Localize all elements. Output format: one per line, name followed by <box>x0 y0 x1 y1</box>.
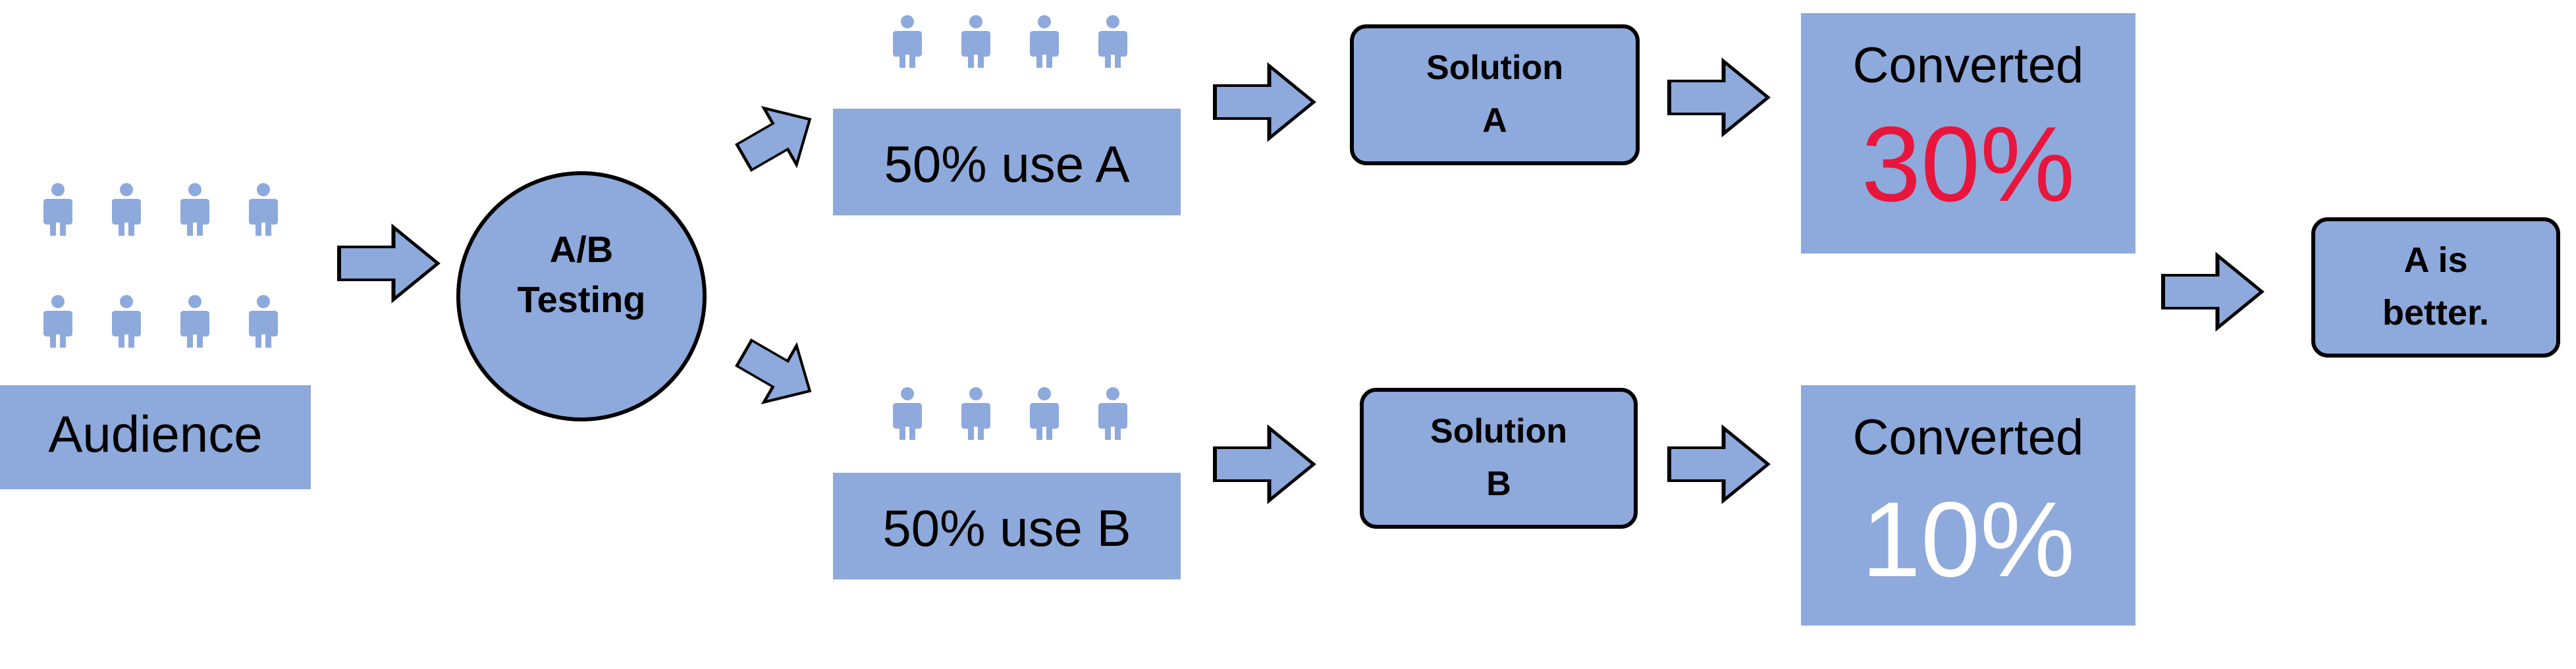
audience-box <box>0 385 311 489</box>
ab-testing-circle <box>456 171 707 421</box>
solution-a-line1: Solution <box>1426 49 1563 87</box>
arrow-down-right-icon <box>728 325 826 419</box>
arrow-right-icon <box>1215 66 1314 138</box>
result-b-value: 10% <box>1862 480 2075 599</box>
person-icon <box>893 15 922 68</box>
testing-line2: Testing <box>518 279 646 320</box>
person-icon <box>1098 387 1127 440</box>
solution-b-line1: Solution <box>1430 412 1567 450</box>
person-icon <box>43 295 72 348</box>
person-icon <box>249 295 278 348</box>
conclusion-line2: better. <box>2382 293 2489 333</box>
audience-people <box>43 183 278 348</box>
conclusion-box <box>2311 217 2560 358</box>
arrow-right-icon <box>1669 428 1768 500</box>
person-icon <box>893 387 922 440</box>
group-b-box <box>833 473 1181 579</box>
solution-b-line2: B <box>1486 465 1511 503</box>
group-a-people <box>893 15 1127 68</box>
person-icon <box>249 183 278 236</box>
person-icon <box>1098 15 1127 68</box>
conclusion-line1: A is <box>2403 240 2467 280</box>
arrow-up-right-icon <box>728 91 826 185</box>
solution-a-box <box>1350 24 1640 165</box>
solution-a-line2: A <box>1482 101 1507 140</box>
arrow-right-icon <box>2163 255 2262 328</box>
testing-line1: A/B <box>550 228 613 270</box>
person-icon <box>961 387 990 440</box>
person-icon <box>1030 387 1059 440</box>
arrow-right-icon <box>1215 428 1314 500</box>
result-b-box <box>1801 385 2135 626</box>
group-a-box <box>833 109 1181 215</box>
person-icon <box>112 183 141 236</box>
person-icon <box>43 183 72 236</box>
person-icon <box>180 295 209 348</box>
audience-label: Audience <box>48 405 262 463</box>
person-icon <box>961 15 990 68</box>
person-icon <box>1030 15 1059 68</box>
result-a-box <box>1801 13 2135 254</box>
group-b-people <box>893 387 1127 440</box>
result-b-label: Converted <box>1853 410 2084 466</box>
group-a-label: 50% use A <box>884 135 1130 193</box>
result-a-label: Converted <box>1853 38 2084 94</box>
arrow-right-icon <box>1669 61 1768 134</box>
person-icon <box>180 183 209 236</box>
person-icon <box>112 295 141 348</box>
solution-b-box <box>1360 388 1638 529</box>
arrow-right-icon <box>339 227 438 300</box>
group-b-label: 50% use B <box>882 499 1131 557</box>
result-a-value: 30% <box>1862 105 2075 224</box>
